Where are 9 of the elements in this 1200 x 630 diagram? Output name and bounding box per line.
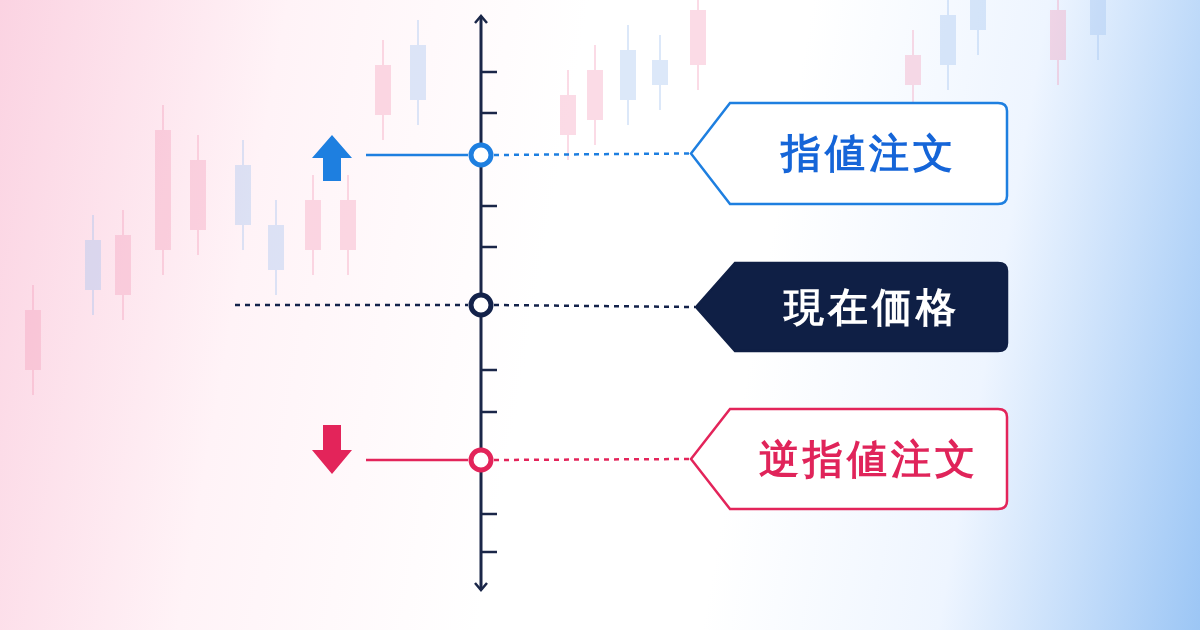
- connector-line: [366, 458, 468, 462]
- order-type-label: 現在価格: [783, 282, 960, 332]
- dashed-connector: [494, 457, 690, 462]
- order-type-label: 指値注文: [781, 129, 957, 178]
- dashed-connector: [494, 152, 690, 157]
- dashed-connector: [494, 303, 695, 309]
- dashed-connector: [235, 303, 468, 307]
- connector-line: [366, 153, 468, 157]
- order-type-label: 逆指値注文: [759, 434, 979, 484]
